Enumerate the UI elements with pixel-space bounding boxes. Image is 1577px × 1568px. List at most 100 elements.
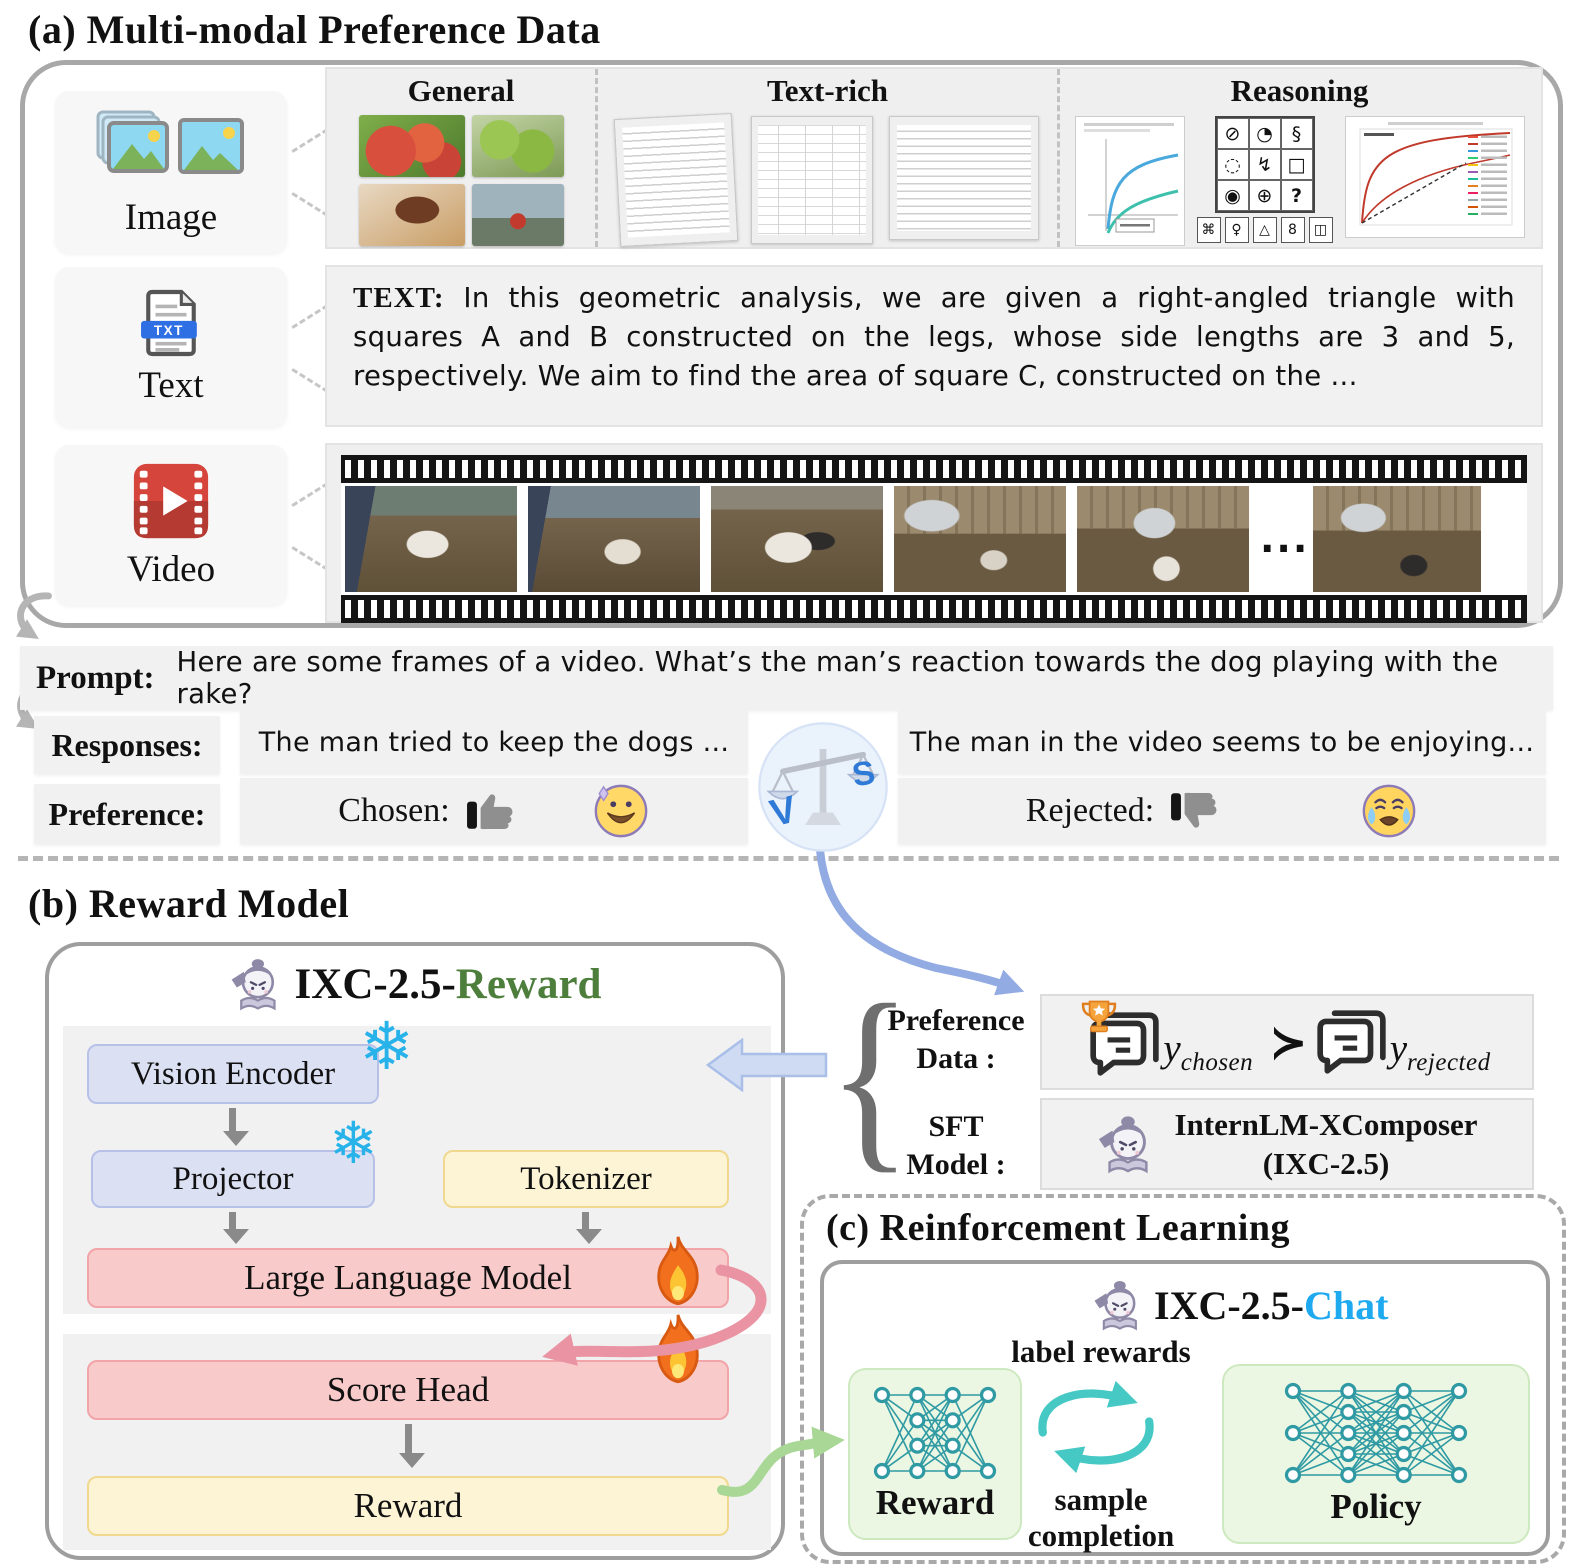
category-text-rich: Text-rich — [595, 69, 1057, 248]
thumbs-up-icon — [466, 790, 514, 832]
excited-face-icon — [594, 784, 648, 838]
filmstrip-sprockets-top — [341, 455, 1527, 483]
section-b-title: (b) Reward Model — [28, 881, 350, 926]
section-c-title: (c) Reinforcement Learning — [826, 1207, 1290, 1249]
chosen-box: Chosen: — [240, 778, 748, 844]
model-name-prefix: IXC-2.5- — [294, 960, 456, 1008]
video-frame-6 — [1313, 486, 1481, 592]
reward-output-block: Reward — [87, 1476, 729, 1536]
video-icon — [133, 463, 209, 538]
puzzle-thumbnail: ⊘ ◔ § ◌ ↯ □ ◉ ⊕ ? ⌘ — [1196, 116, 1333, 243]
response-rejected-text: The man in the video seems to be enjoyin… — [909, 726, 1535, 758]
chat-name-prefix: IXC-2.5- — [1154, 1282, 1304, 1328]
puzzle-cell: ◉ — [1216, 180, 1249, 211]
puzzle-option: △ — [1252, 217, 1277, 243]
projector-block: Projector — [91, 1150, 375, 1208]
connector-dashes — [291, 546, 329, 571]
text-body: In this geometric analysis, we are given… — [353, 282, 1515, 392]
preference-data-label: Preference Data : — [872, 1002, 1040, 1078]
preference-label-box: Preference: — [34, 784, 220, 844]
sample-completion-text: sample completion — [971, 1482, 1231, 1554]
category-title-text-rich: Text-rich — [766, 73, 889, 108]
mascot-icon — [229, 956, 285, 1012]
connector-dashes — [291, 192, 329, 217]
rl-reward-label: Reward — [875, 1483, 995, 1522]
responses-label-box: Responses: — [34, 716, 220, 774]
multimodal-data-container: Image TXT Text — [20, 60, 1563, 628]
prompt-row: Prompt: Here are some frames of a video.… — [20, 646, 1553, 710]
modality-card-video: Video — [55, 445, 287, 605]
video-frame-2 — [528, 486, 700, 592]
text-prefix: TEXT: — [353, 282, 445, 314]
snowflake-icon: ❄ — [359, 1008, 415, 1085]
section-a-title: (a) Multi-modal Preference Data — [28, 7, 601, 52]
y-rejected-sub: rejected — [1407, 1048, 1491, 1076]
modality-card-text: TXT Text — [55, 267, 287, 427]
y-chosen-var: y — [1163, 1026, 1181, 1070]
tokenizer-block: Tokenizer — [443, 1150, 729, 1208]
training-input-arrow — [706, 1038, 828, 1092]
trophy-icon — [1079, 998, 1119, 1038]
encoder-panel: Vision Encoder ❄ Projector ❄ Tokenizer L… — [63, 1014, 771, 1314]
prompt-label: Prompt: — [36, 659, 155, 696]
thumbs-down-icon — [1170, 790, 1218, 832]
puzzle-cell: ◌ — [1216, 149, 1249, 180]
puzzle-cell: ? — [1280, 180, 1313, 211]
modality-label-video: Video — [126, 548, 216, 590]
sft-model-label: SFT Model : — [872, 1108, 1040, 1184]
arrow-down — [576, 1212, 602, 1244]
y-rejected-var: y — [1389, 1026, 1407, 1070]
puzzle-cell: ⊕ — [1248, 180, 1281, 211]
frames-ellipsis: ... — [1260, 517, 1310, 561]
puzzle-option: ◫ — [1308, 217, 1333, 243]
flow-hook-arrow — [8, 590, 54, 646]
sft-model-name: InternLM-XComposer — [1174, 1107, 1478, 1142]
photo-apples — [358, 115, 465, 177]
video-frame-5 — [1077, 486, 1249, 592]
puzzle-cell: ↯ — [1248, 149, 1281, 180]
reward-network-icon — [873, 1386, 997, 1480]
chat-name-highlight: Chat — [1303, 1282, 1389, 1328]
connector-dashes — [291, 304, 329, 329]
doc-thumbnail-table — [750, 116, 873, 244]
llm-block: Large Language Model — [87, 1248, 729, 1308]
image-categories-panel: General Text-rich — [325, 67, 1543, 249]
response-chosen-box: The man tried to keep the dogs ... — [240, 710, 748, 774]
succeeds-symbol: ≻ — [1269, 1015, 1308, 1069]
y-chosen-sub: chosen — [1180, 1048, 1254, 1076]
txt-file-icon: TXT — [141, 289, 197, 356]
arrow-down — [399, 1424, 425, 1468]
model-name-reward: Reward — [455, 960, 602, 1008]
vs-balance-icon: V S — [758, 722, 888, 852]
modality-label-text: Text — [138, 364, 204, 406]
preference-data-box: ychosen ≻ yrejected — [1040, 994, 1534, 1090]
response-rejected-box: The man in the video seems to be enjoyin… — [898, 710, 1546, 774]
section-divider — [18, 856, 1559, 861]
chosen-label: Chosen: — [338, 792, 450, 829]
filmstrip-frames: ... — [341, 483, 1527, 595]
arrow-down — [223, 1212, 249, 1244]
sample-text-line2: completion — [1027, 1518, 1175, 1553]
fire-icon — [649, 1234, 707, 1308]
mascot-icon — [1092, 1278, 1146, 1332]
puzzle-cell: § — [1280, 118, 1313, 149]
doc-thumbnail-code — [888, 116, 1039, 240]
rejected-label: Rejected: — [1025, 792, 1155, 829]
modality-card-image: Image — [55, 91, 287, 253]
fire-icon — [649, 1312, 707, 1386]
photo-green-apples — [471, 115, 564, 177]
txt-badge: TXT — [154, 322, 184, 337]
rl-dashed-container: (c) Reinforcement Learning IXC-2.5-Chat … — [800, 1194, 1566, 1564]
arrow-down — [223, 1108, 249, 1146]
rl-loop-container: IXC-2.5-Chat label rewards sample comple… — [820, 1260, 1550, 1556]
sample-text-line1: sample — [1054, 1482, 1148, 1517]
puzzle-cell: ◔ — [1248, 118, 1281, 149]
photo-can — [471, 184, 564, 246]
chosen-bubble-icon — [1083, 1006, 1161, 1078]
responses-label: Responses: — [51, 726, 203, 763]
grouping-brace: { — [828, 963, 912, 1190]
puzzle-option: 8 — [1280, 217, 1305, 243]
rejected-box: Rejected: — [898, 778, 1546, 844]
preference-label: Preference: — [48, 795, 206, 832]
